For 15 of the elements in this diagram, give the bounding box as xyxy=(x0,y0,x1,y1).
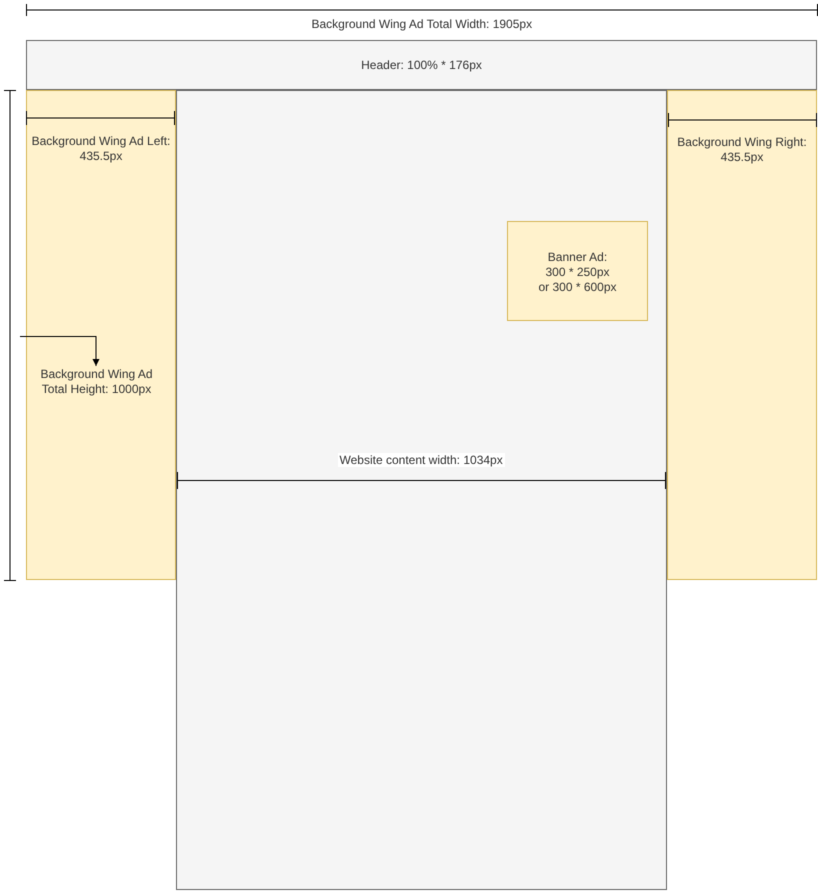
wing-label: Background Wing Right: 435.5px xyxy=(676,135,808,165)
wing-panel xyxy=(26,90,176,580)
dimension-label: Website content width: 1034px xyxy=(338,453,505,467)
box-label: Header: 100% * 176px xyxy=(360,58,483,73)
box-label: 300 * 250px xyxy=(544,265,611,280)
note-text: Background Wing Ad Total Height: 1000px xyxy=(39,367,154,397)
content-area xyxy=(176,90,667,890)
wing-label: Background Wing Ad Left: 435.5px xyxy=(30,134,172,164)
box-label: or 300 * 600px xyxy=(537,280,618,295)
wing-panel xyxy=(667,90,817,580)
box-label: Banner Ad: xyxy=(546,250,608,265)
arrow xyxy=(20,336,100,366)
header-box xyxy=(26,40,817,90)
dimension-label: Background Wing Ad Total Width: 1905px xyxy=(310,17,534,31)
banner-ad-box xyxy=(507,221,648,321)
